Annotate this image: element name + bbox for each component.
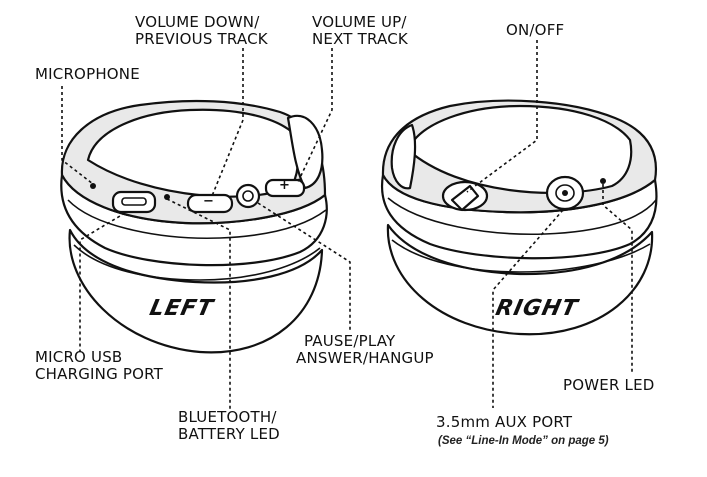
leader-volume-down <box>211 48 244 197</box>
plus-icon: + <box>279 178 290 193</box>
leader-micro-usb <box>79 212 126 352</box>
label-bluetooth-led: BLUETOOTH/ BATTERY LED <box>178 409 280 443</box>
micro-usb-port[interactable] <box>111 190 157 214</box>
label-aux-note: (See “Line-In Mode” on page 5) <box>438 435 609 447</box>
label-pause-play-line-2: ANSWER/HANGUP <box>296 349 434 367</box>
volume-down-button[interactable] <box>186 193 234 214</box>
label-aux-port: 3.5mm AUX PORT <box>436 413 573 431</box>
microphone-hole <box>90 183 96 189</box>
pause-play-button[interactable] <box>235 183 261 209</box>
label-volume-down-line-1: VOLUME DOWN/ <box>135 13 260 31</box>
label-bluetooth-led-line-1: BLUETOOTH/ <box>178 408 277 426</box>
label-volume-down-line-2: PREVIOUS TRACK <box>135 30 268 48</box>
label-power-led: POWER LED <box>563 376 655 394</box>
leader-microphone <box>61 86 94 185</box>
label-microphone: MICROPHONE <box>35 65 140 83</box>
label-volume-up-line-2: NEXT TRACK <box>312 30 408 48</box>
leader-volume-up <box>297 48 333 183</box>
label-volume-up-line-1: VOLUME UP/ <box>312 13 407 31</box>
left-earcup-marking: LEFT <box>147 296 216 321</box>
leader-on-off <box>466 40 538 193</box>
label-pause-play: PAUSE/PLAY ANSWER/HANGUP <box>296 333 434 367</box>
label-micro-usb-line-2: CHARGING PORT <box>35 365 164 383</box>
label-micro-usb-line-1: MICRO USB <box>35 348 123 366</box>
label-volume-down: VOLUME DOWN/ PREVIOUS TRACK <box>135 14 268 48</box>
power-led <box>600 178 606 184</box>
label-pause-play-line-1: PAUSE/PLAY <box>304 332 396 350</box>
volume-up-button[interactable] <box>264 178 306 198</box>
minus-icon: − <box>203 194 214 209</box>
right-hinge <box>390 123 417 190</box>
label-micro-usb: MICRO USB CHARGING PORT <box>35 349 163 383</box>
right-earcup <box>380 99 658 336</box>
bluetooth-battery-led <box>164 194 170 200</box>
leader-pause-play <box>257 202 351 330</box>
right-earcup-marking: RIGHT <box>493 296 581 321</box>
left-hinge <box>286 114 324 190</box>
label-volume-up: VOLUME UP/ NEXT TRACK <box>312 14 408 48</box>
label-on-off: ON/OFF <box>506 21 565 39</box>
left-earcup <box>60 99 328 354</box>
label-bluetooth-led-line-2: BATTERY LED <box>178 425 280 443</box>
